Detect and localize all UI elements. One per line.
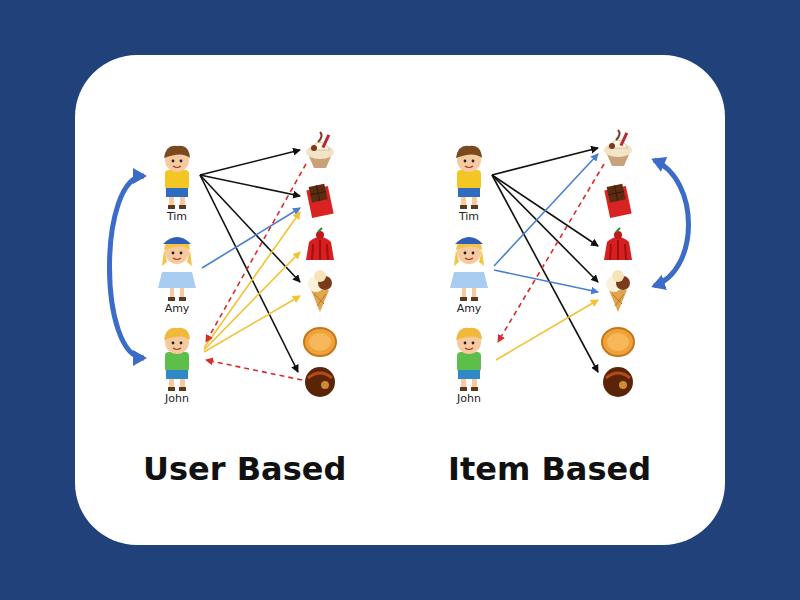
person-name: Tim — [438, 210, 500, 223]
kid-node: Tim — [438, 140, 500, 223]
kid-node: John — [438, 322, 500, 405]
person-name: Amy — [146, 302, 208, 315]
person-name: John — [438, 392, 500, 405]
kid-figure — [444, 232, 494, 302]
method-label: Item Based — [448, 450, 651, 488]
kid-figure — [444, 322, 494, 392]
person-name: Tim — [146, 210, 208, 223]
person-name: Amy — [438, 302, 500, 315]
kid-node: John — [146, 322, 208, 405]
kid-figure — [152, 322, 202, 392]
similarity-arrow — [110, 176, 145, 358]
person-name: John — [146, 392, 208, 405]
method-label: User Based — [143, 450, 346, 488]
kid-node: Amy — [438, 232, 500, 315]
kid-figure — [152, 232, 202, 302]
kid-figure — [152, 140, 202, 210]
kid-node: Amy — [146, 232, 208, 315]
kid-node: Tim — [146, 140, 208, 223]
kid-figure — [444, 140, 494, 210]
